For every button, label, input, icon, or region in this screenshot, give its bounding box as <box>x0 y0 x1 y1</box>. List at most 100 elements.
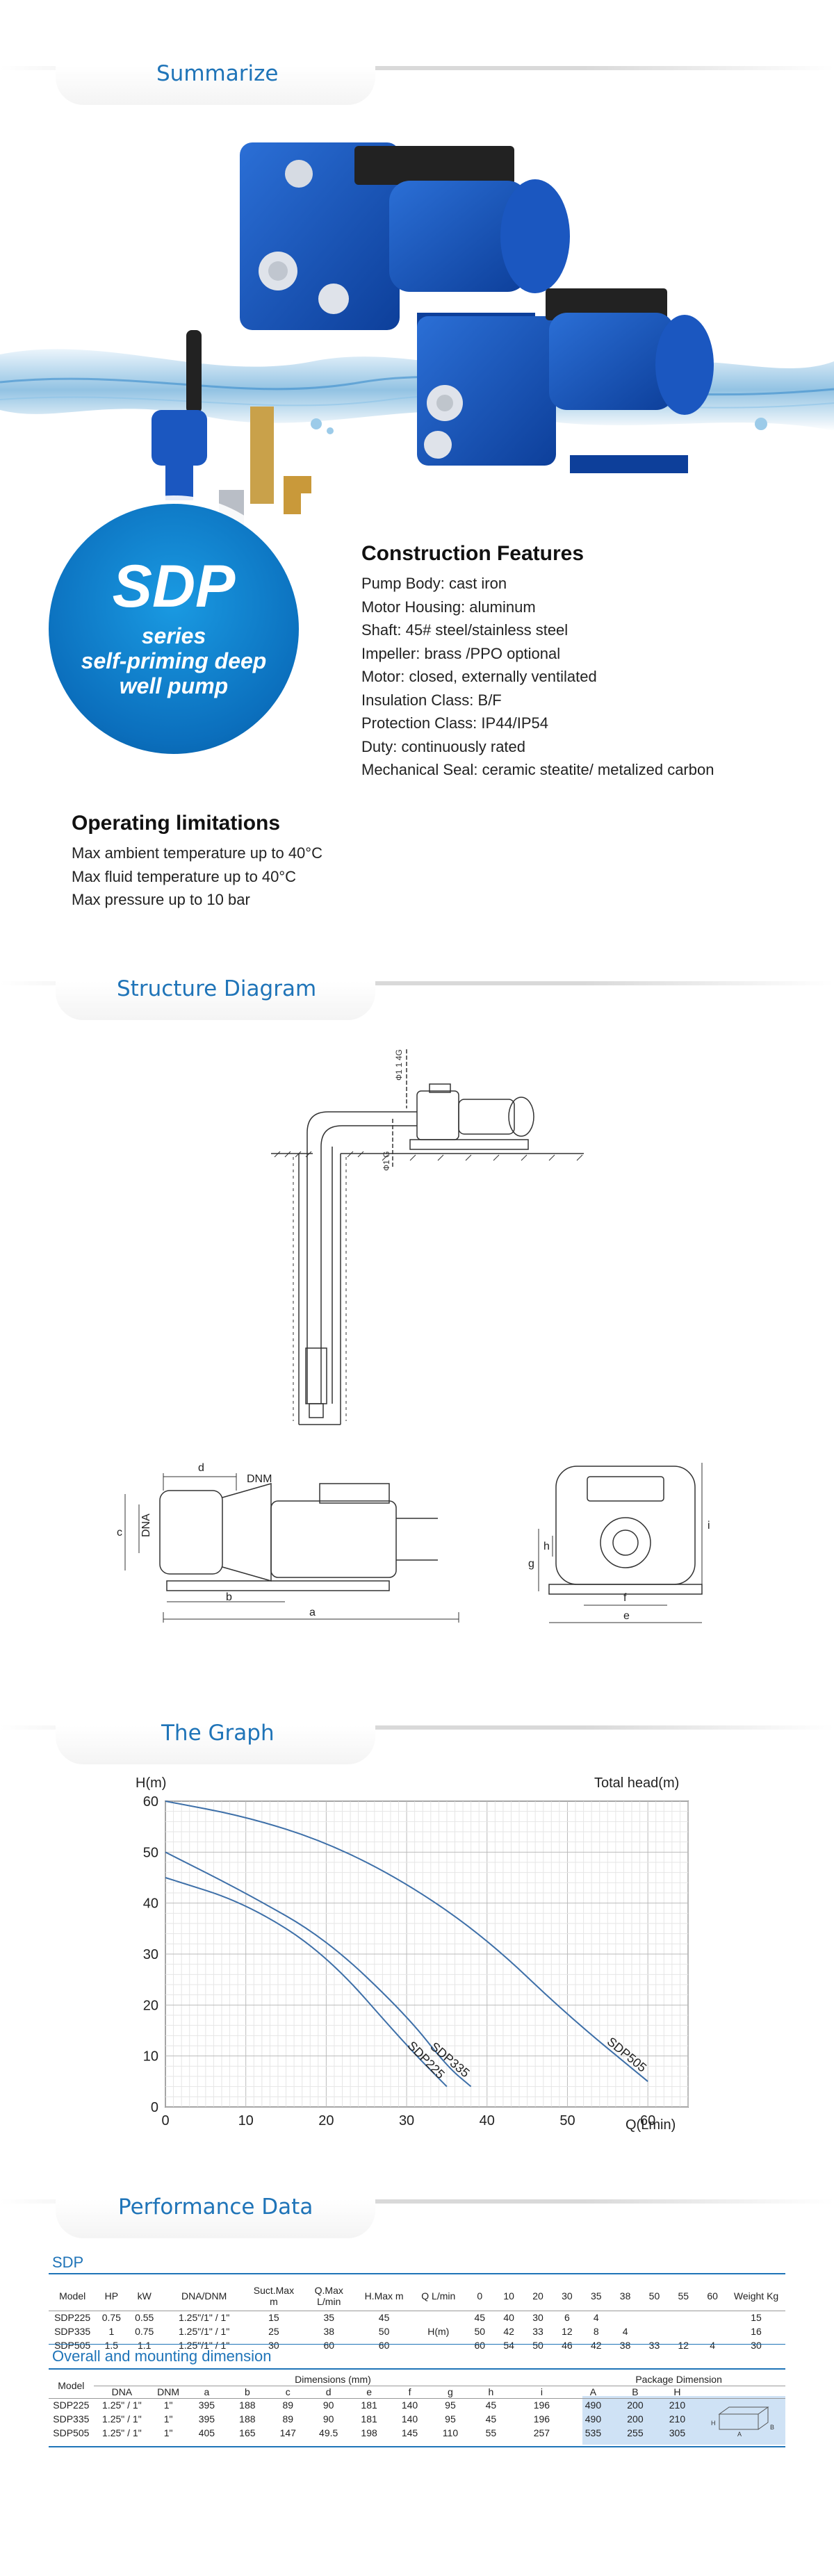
col-header: 55 <box>678 2290 689 2302</box>
cell: 25 <box>268 2326 279 2337</box>
cell: 210 <box>669 2413 686 2425</box>
feature-item: Protection Class: IP44/IP54 <box>361 714 549 732</box>
cell: SDP225 <box>53 2399 90 2411</box>
summarize-header <box>0 66 834 108</box>
pump-hero-image <box>0 142 834 525</box>
cell: 0.75 <box>135 2326 154 2337</box>
cell: 40 <box>503 2312 514 2324</box>
col-header: g <box>448 2386 453 2397</box>
cell: 38 <box>323 2326 335 2337</box>
cell: 60 <box>323 2340 335 2351</box>
cell: 90 <box>322 2399 334 2411</box>
col-header: H.Max m <box>364 2290 404 2302</box>
y-tick-label: 50 <box>143 1845 158 1860</box>
dimensions-group-header: Dimensions (mm) <box>93 2373 573 2386</box>
cell: 4 <box>622 2326 628 2337</box>
dim-label-a: a <box>309 1607 316 1618</box>
dim-label-f: f <box>623 1592 627 1604</box>
model-header: Model <box>58 2379 85 2391</box>
col-header: 20 <box>532 2290 543 2302</box>
col-header: HP <box>104 2290 119 2302</box>
box-label-h: H <box>711 2420 716 2427</box>
dim-label-c: c <box>117 1527 122 1539</box>
cell: 1 <box>108 2326 115 2337</box>
cell <box>698 2324 727 2338</box>
series-line-sdp505 <box>165 1800 648 2083</box>
col-header: d <box>325 2386 332 2397</box>
cell: 395 <box>198 2413 215 2425</box>
col-header: 60 <box>707 2290 718 2302</box>
dimensions-title: Overall and mounting dimension <box>52 2347 272 2365</box>
y-tick-label: 0 <box>151 2100 158 2115</box>
dimensions-table: Model Dimensions (mm) Package Dimension … <box>49 2373 785 2440</box>
dim-label-b: b <box>226 1591 232 1603</box>
section-title-structure: Structure Diagram <box>117 976 317 1001</box>
cell: 60 <box>378 2340 390 2351</box>
cell: 181 <box>361 2413 377 2425</box>
cell: 490 <box>584 2413 602 2425</box>
performance-series-label: SDP <box>52 2254 84 2271</box>
divider <box>49 2446 785 2447</box>
col-header: 0 <box>477 2290 483 2302</box>
cell: 140 <box>401 2413 418 2425</box>
col-header: Model <box>59 2290 86 2302</box>
cell: 200 <box>627 2413 644 2425</box>
dim-label-g: g <box>528 1558 534 1570</box>
h-unit-label: H(m) <box>427 2326 450 2338</box>
badge-line-1: series <box>141 623 206 648</box>
cell: 1" <box>163 2427 173 2438</box>
section-title-summarize: Summarize <box>156 61 279 86</box>
cell: 181 <box>361 2399 377 2411</box>
limitation-item: Max pressure up to 10 bar <box>72 891 250 908</box>
dim-label-i: i <box>708 1520 710 1532</box>
cell: 196 <box>533 2399 550 2411</box>
cell <box>640 2324 669 2338</box>
cell <box>640 2311 669 2324</box>
divider <box>49 2273 785 2274</box>
cell: SDP505 <box>54 2340 91 2351</box>
cell: 45 <box>474 2312 486 2324</box>
cell: 33 <box>648 2340 660 2351</box>
cell: 12 <box>562 2326 573 2337</box>
x-axis-label: Q(Lmin) <box>626 2117 676 2133</box>
box-label-b: B <box>770 2424 774 2431</box>
col-header: f <box>408 2386 411 2397</box>
cell: 42 <box>590 2340 602 2351</box>
front-view-dimension-diagram: g h i f e <box>528 1463 710 1623</box>
performance-header <box>0 2199 834 2241</box>
cell: 49.5 <box>319 2427 338 2438</box>
cell: 1.25"/1" / 1" <box>179 2312 230 2324</box>
cell: 535 <box>584 2427 602 2438</box>
cell: 95 <box>445 2399 456 2411</box>
cell: SDP335 <box>53 2413 90 2425</box>
sdp-series-badge <box>49 504 299 754</box>
col-header: DNM <box>157 2386 180 2397</box>
cell: 33 <box>532 2326 543 2337</box>
cell: 255 <box>627 2427 644 2438</box>
package-box-icon: H A B <box>698 2398 785 2440</box>
side-view-dimension-diagram: d DNM c DNA b a <box>117 1462 459 1623</box>
col-header: 30 <box>562 2290 573 2302</box>
x-tick-label: 50 <box>559 2113 575 2128</box>
col-header: DNA/DNM <box>181 2290 227 2302</box>
cell: 50 <box>378 2326 390 2337</box>
y-tick-label: 10 <box>143 2049 158 2065</box>
cell: 55 <box>485 2427 497 2438</box>
dim-label-dnm: DNM <box>247 1473 272 1485</box>
cell: 6 <box>564 2312 570 2324</box>
cell: 395 <box>198 2399 215 2411</box>
operating-limitations-list: Max ambient temperature up to 40°C Max f… <box>72 842 322 912</box>
cell: 35 <box>323 2312 335 2324</box>
y-axis-label: H(m) <box>136 1775 166 1791</box>
cell: 50 <box>532 2340 543 2351</box>
limitation-item: Max ambient temperature up to 40°C <box>72 844 322 862</box>
divider <box>49 2344 785 2345</box>
cell: SDP225 <box>54 2312 91 2324</box>
y-tick-label: 30 <box>143 1947 158 1962</box>
cell: 15 <box>268 2312 279 2324</box>
package-group-header: Package Dimension <box>572 2373 785 2386</box>
cell: 1.25" / 1" <box>102 2413 142 2425</box>
